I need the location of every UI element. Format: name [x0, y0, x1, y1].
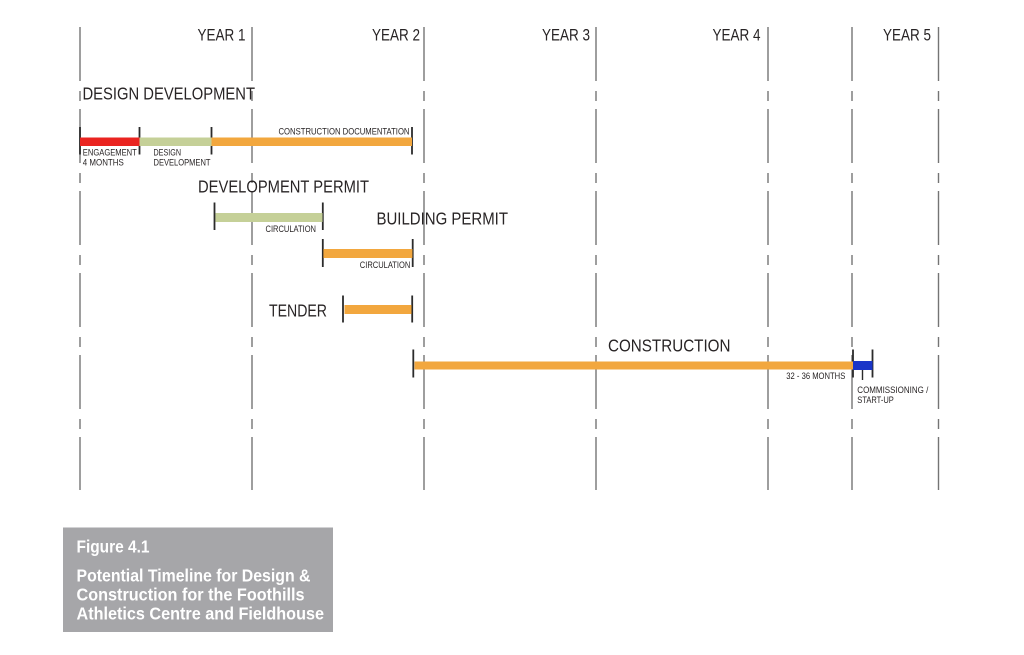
- svg-text:DESIGN: DESIGN: [154, 148, 182, 158]
- svg-text:4 MONTHS: 4 MONTHS: [83, 158, 124, 168]
- svg-text:CONSTRUCTION: CONSTRUCTION: [608, 336, 731, 356]
- svg-text:Construction for the Foothills: Construction for the Foothills: [77, 584, 305, 604]
- svg-text:YEAR 5: YEAR 5: [883, 27, 931, 45]
- svg-text:TENDER: TENDER: [269, 301, 327, 321]
- svg-text:BUILDING PERMIT: BUILDING PERMIT: [377, 209, 509, 229]
- svg-text:START-UP: START-UP: [857, 395, 894, 405]
- svg-text:ENGAGEMENT: ENGAGEMENT: [83, 148, 137, 158]
- svg-text:CONSTRUCTION DOCUMENTATION: CONSTRUCTION DOCUMENTATION: [279, 126, 410, 136]
- svg-text:CIRCULATION: CIRCULATION: [360, 260, 411, 270]
- svg-text:YEAR 1: YEAR 1: [198, 27, 246, 45]
- svg-text:YEAR 3: YEAR 3: [542, 27, 590, 45]
- svg-text:DEVELOPMENT PERMIT: DEVELOPMENT PERMIT: [198, 177, 369, 197]
- svg-text:CIRCULATION: CIRCULATION: [266, 224, 317, 234]
- svg-text:DESIGN DEVELOPMENT: DESIGN DEVELOPMENT: [83, 84, 256, 104]
- svg-text:Athletics Centre and Fieldhous: Athletics Centre and Fieldhouse: [77, 603, 325, 623]
- svg-text:Potential Timeline for Design: Potential Timeline for Design &: [77, 565, 311, 585]
- svg-text:YEAR 4: YEAR 4: [713, 27, 761, 45]
- svg-text:YEAR 2: YEAR 2: [372, 27, 420, 45]
- svg-text:DEVELOPMENT: DEVELOPMENT: [154, 158, 211, 168]
- svg-text:Figure 4.1: Figure 4.1: [77, 536, 150, 556]
- svg-text:32 - 36 MONTHS: 32 - 36 MONTHS: [786, 371, 845, 381]
- svg-text:COMMISSIONING /: COMMISSIONING /: [857, 385, 928, 395]
